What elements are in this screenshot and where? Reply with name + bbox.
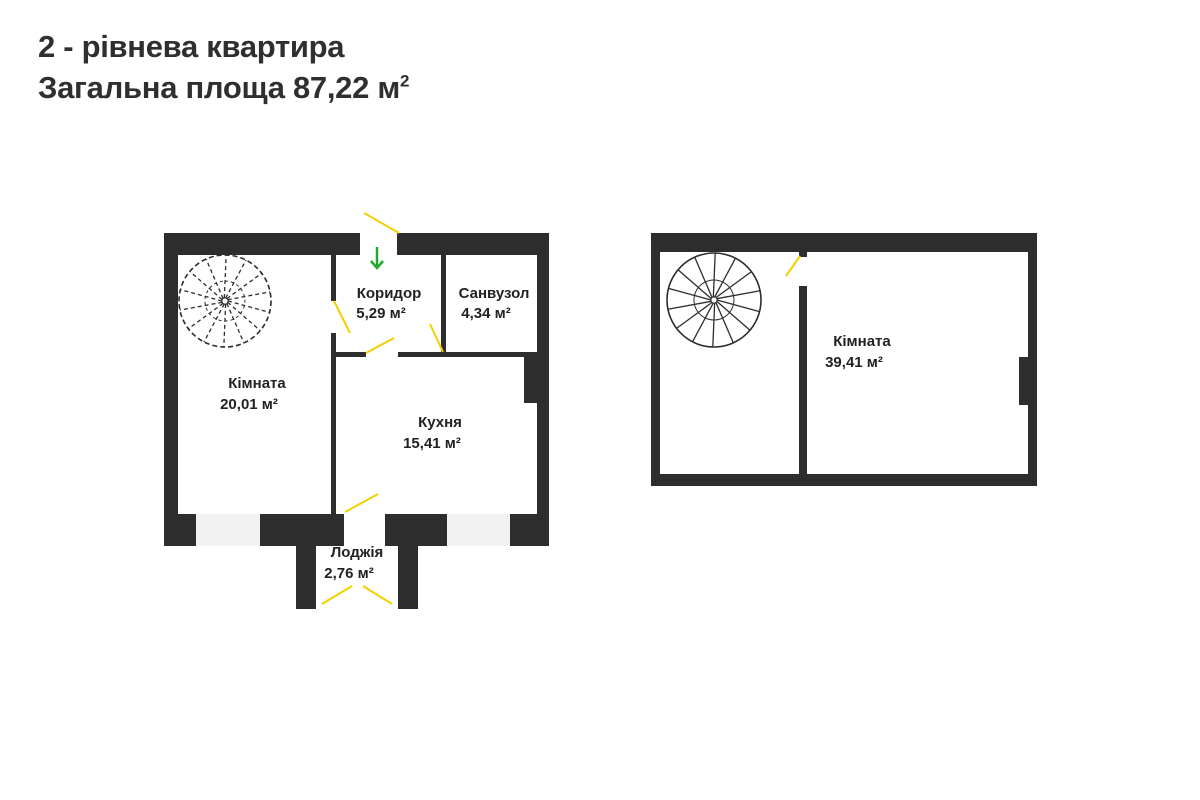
wall — [164, 233, 178, 546]
wall — [398, 546, 418, 609]
title-line-1: 2 - рівнева квартира — [38, 29, 345, 64]
wall — [398, 352, 537, 357]
room-area: 20,01 м² — [220, 396, 278, 413]
door — [362, 585, 393, 605]
wall — [799, 252, 807, 257]
room-name: Лоджія — [331, 544, 384, 561]
door — [344, 493, 379, 513]
door — [333, 300, 351, 334]
wall — [441, 255, 446, 355]
room-name: Санвузол — [459, 285, 530, 302]
window — [447, 514, 510, 546]
room-name: Коридор — [357, 285, 422, 302]
total-area-text: Загальна площа 87,22 м — [38, 70, 400, 105]
wall — [260, 514, 344, 546]
wall — [1028, 233, 1037, 486]
wall — [537, 233, 549, 546]
wall — [651, 233, 660, 486]
area-unit: м² — [353, 565, 373, 582]
wall — [397, 233, 549, 255]
floor-2-plan — [651, 233, 1037, 486]
wall — [331, 255, 336, 301]
area-unit: м² — [258, 396, 278, 413]
wall — [164, 514, 196, 546]
wall — [296, 546, 316, 609]
wall — [524, 357, 537, 403]
room-area: 15,41 м² — [403, 435, 461, 452]
wall — [336, 352, 366, 357]
wall — [331, 333, 336, 514]
window — [196, 514, 260, 546]
door — [365, 337, 395, 354]
wall — [799, 286, 807, 476]
wall — [385, 514, 447, 546]
spiral-staircase-icon — [666, 252, 762, 348]
room-name: Кімната — [833, 333, 891, 350]
wall — [651, 233, 1037, 252]
title-line-2: Загальна площа 87,22 м2 — [38, 67, 409, 108]
spiral-staircase-icon — [178, 254, 272, 348]
room-area: 4,34 м² — [461, 305, 510, 322]
total-area-unit-sup: 2 — [400, 71, 410, 91]
area-unit: м² — [863, 354, 883, 371]
room-name: Кімната — [228, 375, 286, 392]
wall — [651, 474, 1037, 486]
area-unit: м² — [490, 305, 510, 322]
area-unit: м² — [441, 435, 461, 452]
room-name: Кухня — [418, 414, 462, 431]
room-area: 2,76 м² — [324, 565, 373, 582]
wall — [510, 514, 549, 546]
page-title: 2 - рівнева квартира Загальна площа 87,2… — [38, 26, 409, 108]
room-labels: Кімната 20,01 м² Коридор 5,29 м² Санвузо… — [220, 285, 891, 582]
room-area: 5,29 м² — [356, 305, 405, 322]
entrance-door — [363, 212, 400, 234]
door — [321, 585, 353, 605]
door — [785, 255, 801, 277]
area-unit: м² — [385, 305, 405, 322]
door — [429, 323, 444, 353]
wall — [1019, 357, 1028, 405]
arrow-down-icon — [370, 247, 384, 270]
room-area: 39,41 м² — [825, 354, 883, 371]
floor-1-plan — [164, 212, 549, 609]
wall — [164, 233, 360, 255]
